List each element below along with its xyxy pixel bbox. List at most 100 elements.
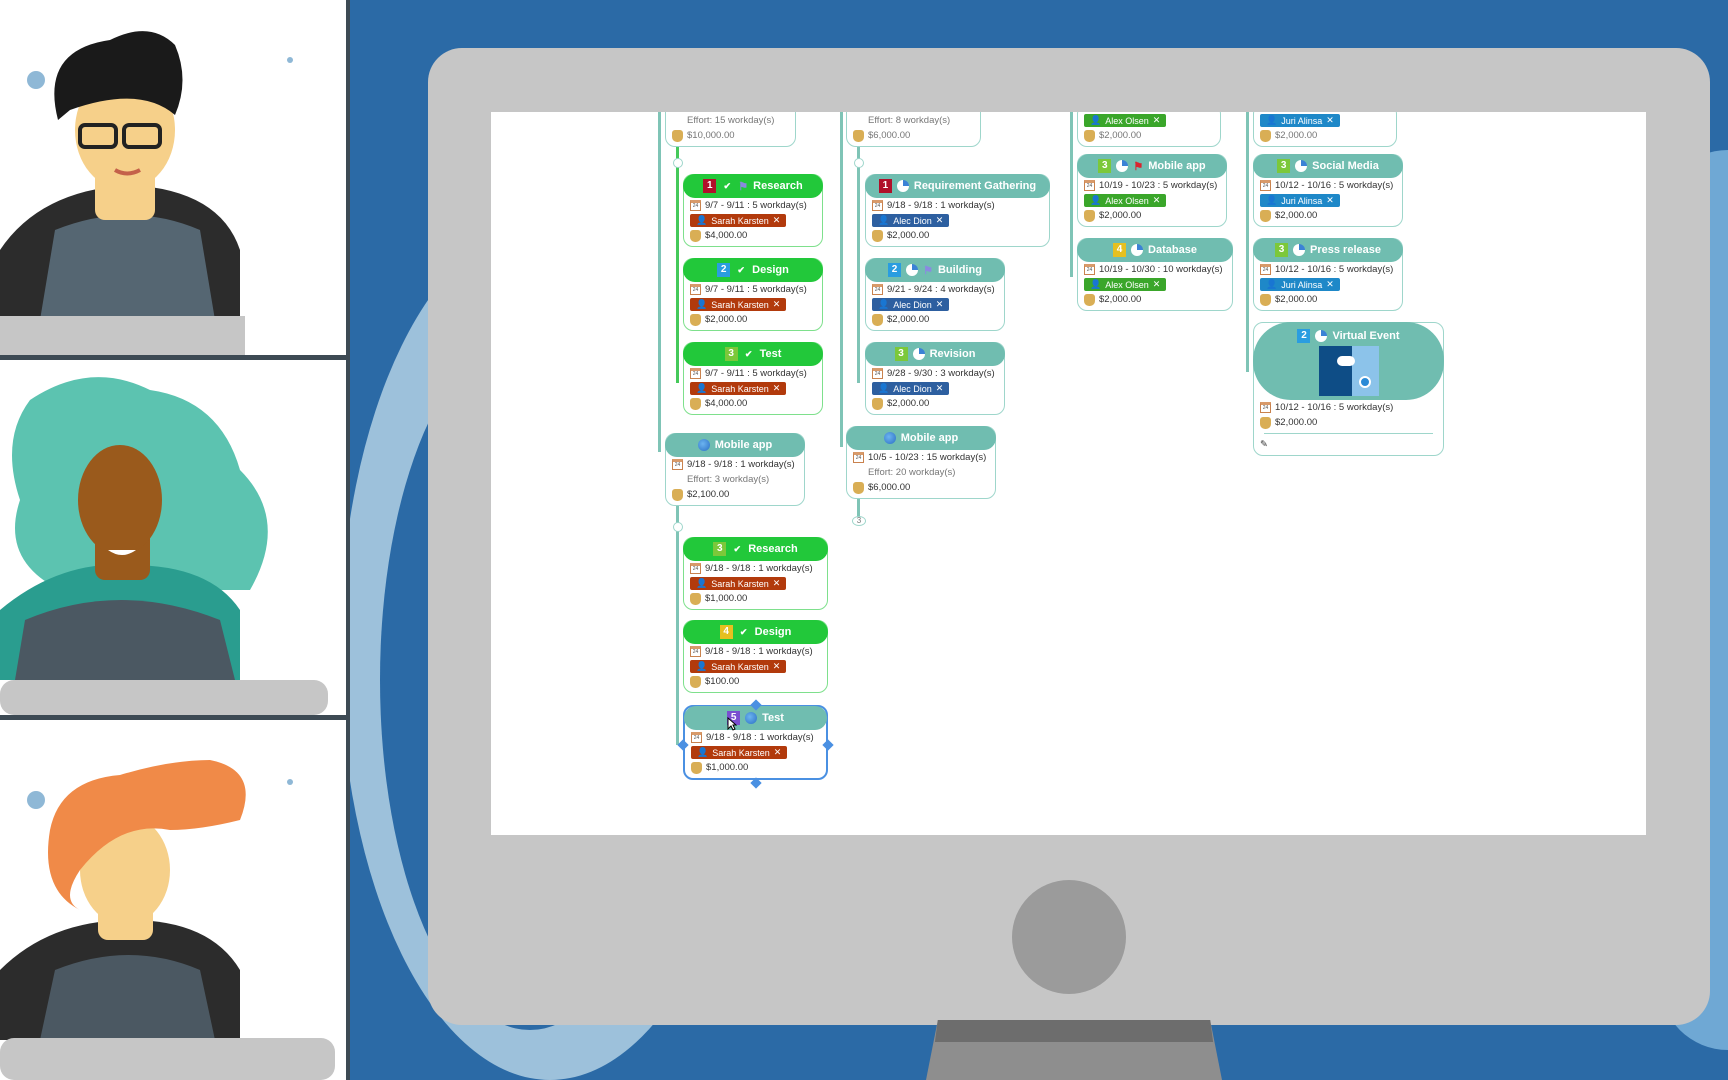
assignee-chip[interactable]: 👤Juri Alinsa✕ (1260, 194, 1340, 207)
priority-badge: 4 (719, 625, 733, 639)
task-cost: $2,000.00 (1099, 294, 1142, 305)
money-bag-icon (872, 313, 883, 326)
assignee-row: 👤Juri Alinsa✕ (1254, 113, 1396, 128)
money-bag-icon (1260, 209, 1271, 222)
money-bag-icon (690, 229, 701, 242)
task-dates: 9/7 - 9/11 : 5 workday(s) (705, 284, 807, 295)
task-header-row: 2⚑Building (888, 263, 982, 277)
expand-toggle[interactable]: 3 (852, 516, 866, 526)
assignee-chip[interactable]: 👤Sarah Karsten✕ (690, 214, 787, 227)
globe-icon (883, 432, 896, 444)
task-dates: 10/12 - 10/16 : 5 workday(s) (1275, 264, 1394, 275)
collapse-toggle[interactable] (854, 158, 864, 168)
task-header[interactable]: 3✔Test (683, 342, 823, 366)
assignee-chip[interactable]: 👤Sarah Karsten✕ (690, 298, 787, 311)
check-icon: ✔ (733, 544, 741, 554)
remove-assignee-icon[interactable]: ✕ (1152, 279, 1161, 289)
calendar-icon: 24 (1084, 264, 1095, 275)
task-dates: 9/7 - 9/11 : 5 workday(s) (705, 368, 807, 379)
remove-assignee-icon[interactable]: ✕ (1152, 115, 1161, 125)
mind-map-canvas[interactable]: 3 Effort: 15 workday(s)$10,000.00 1✔⚑Rese… (491, 112, 1646, 835)
calendar-icon: 24 (690, 646, 701, 657)
money-bag-icon (1084, 293, 1095, 306)
task-node-b-top[interactable]: Effort: 8 workday(s)$6,000.00 (846, 112, 981, 147)
task-node-c-top[interactable]: 👤Alex Olsen✕$2,000.00 (1077, 112, 1221, 147)
remove-assignee-icon[interactable]: ✕ (935, 215, 944, 225)
assignee-chip[interactable]: 👤Alex Olsen✕ (1084, 194, 1167, 207)
participant-2-avatar (0, 377, 328, 715)
assignee-chip[interactable]: 👤Alec Dion✕ (872, 382, 950, 395)
task-node-a-top[interactable]: Effort: 15 workday(s)$10,000.00 (665, 112, 796, 147)
remove-assignee-icon[interactable]: ✕ (935, 299, 944, 309)
priority-badge: 2 (717, 263, 731, 277)
task-header[interactable]: 4✔Design (683, 620, 828, 644)
task-cost: $2,000.00 (1275, 210, 1318, 221)
assignee-chip[interactable]: 👤Sarah Karsten✕ (690, 382, 787, 395)
assignee-chip[interactable]: 👤Alex Olsen✕ (1084, 114, 1167, 127)
remove-assignee-icon[interactable]: ✕ (772, 578, 781, 588)
priority-badge: 2 (888, 263, 902, 277)
assignee-chip[interactable]: 👤Juri Alinsa✕ (1260, 114, 1340, 127)
task-header[interactable]: 2✔Design (683, 258, 823, 282)
assignee-chip[interactable]: 👤Alec Dion✕ (872, 298, 950, 311)
collapse-toggle[interactable] (673, 158, 683, 168)
person-icon: 👤 (697, 747, 709, 757)
assignee-chip[interactable]: 👤Sarah Karsten✕ (690, 577, 787, 590)
remove-assignee-icon[interactable]: ✕ (935, 383, 944, 393)
assignee-chip[interactable]: 👤Alec Dion✕ (872, 214, 950, 227)
note-icon[interactable]: ✎ (1260, 439, 1268, 450)
task-node-d-top[interactable]: 👤Juri Alinsa✕$2,000.00 (1253, 112, 1397, 147)
task-header[interactable]: 3✔Research (683, 537, 828, 561)
task-cost: $4,000.00 (705, 398, 748, 409)
assignee-row: 👤Sarah Karsten✕ (684, 381, 822, 396)
remove-assignee-icon[interactable]: ✕ (772, 661, 781, 671)
assignee-chip[interactable]: 👤Alex Olsen✕ (1084, 278, 1167, 291)
assignee-chip[interactable]: 👤Sarah Karsten✕ (691, 746, 788, 759)
remove-assignee-icon[interactable]: ✕ (1326, 115, 1334, 125)
task-header[interactable]: 2⚑Building (865, 258, 1005, 282)
task-header[interactable]: Mobile app (665, 433, 805, 457)
remove-assignee-icon[interactable]: ✕ (772, 299, 781, 309)
remove-assignee-icon[interactable]: ✕ (1326, 195, 1334, 205)
priority-badge: 4 (1113, 243, 1127, 257)
money-bag-icon (672, 129, 683, 142)
remove-assignee-icon[interactable]: ✕ (772, 383, 781, 393)
remove-assignee-icon[interactable]: ✕ (773, 747, 782, 757)
task-header[interactable]: 3⚑Mobile app (1077, 154, 1227, 178)
task-header[interactable]: 1✔⚑Research (683, 174, 823, 198)
assignee-row: 👤Juri Alinsa✕ (1254, 277, 1402, 292)
remove-assignee-icon[interactable]: ✕ (1152, 195, 1161, 205)
collapse-toggle[interactable] (673, 522, 683, 532)
assignee-chip[interactable]: 👤Juri Alinsa✕ (1260, 278, 1340, 291)
remove-assignee-icon[interactable]: ✕ (772, 215, 781, 225)
cost-row: $10,000.00 (666, 128, 795, 143)
effort-row: Effort: 20 workday(s) (847, 465, 995, 480)
task-header[interactable]: Mobile app (846, 426, 996, 450)
remove-assignee-icon[interactable]: ✕ (1326, 279, 1334, 289)
assignee-chip[interactable]: 👤Sarah Karsten✕ (690, 660, 787, 673)
